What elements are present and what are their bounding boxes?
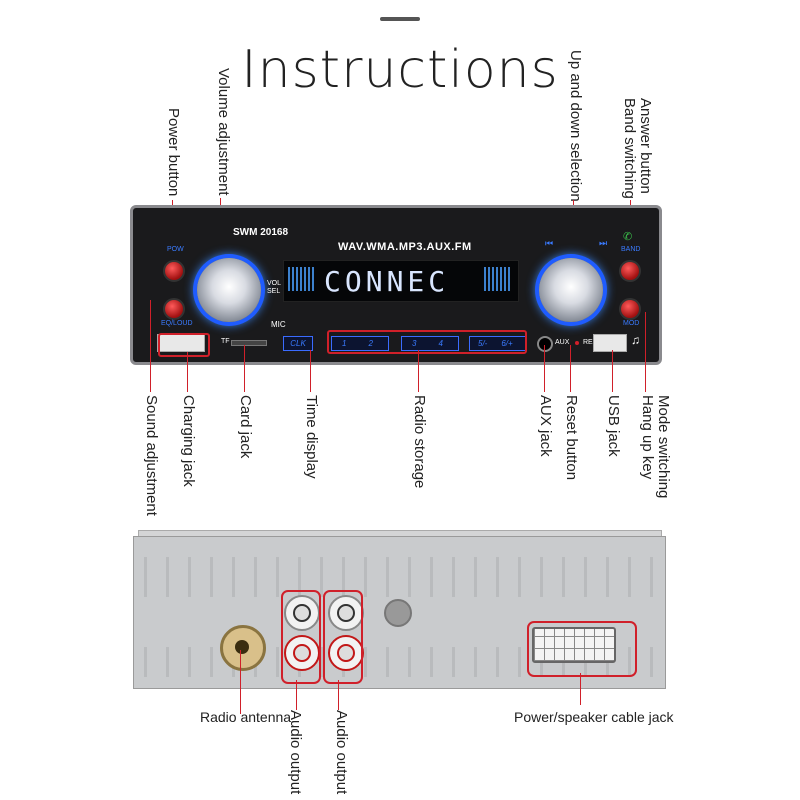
reset-button[interactable]	[575, 341, 579, 345]
tf-card-slot[interactable]	[231, 340, 267, 346]
lcd-text: CONNEC	[324, 265, 450, 298]
leader-card	[244, 345, 245, 392]
radio-front-panel: SWM 20168 WAV.WMA.MP3.AUX.FM POW EQ/LOUD…	[130, 205, 662, 365]
tf-label: TF	[221, 338, 230, 345]
band-label: BAND	[621, 246, 641, 253]
phone-answer-icon: ✆	[623, 231, 633, 243]
label-reset-button: Reset button	[563, 395, 580, 481]
preset-5: 5/-	[478, 339, 488, 348]
eq-loud-button[interactable]	[163, 298, 185, 320]
label-aux-jack: AUX jack	[537, 395, 554, 457]
eq-loud-label: EQ/LOUD	[161, 320, 193, 327]
label-volume-adjustment: Volume adjustment	[215, 68, 232, 196]
presets-highlight	[327, 330, 527, 354]
leader-usb	[612, 350, 613, 392]
clk-button[interactable]: CLK	[283, 336, 313, 351]
lcd-display: CONNEC	[283, 260, 519, 302]
label-hang-up-key: Hang up key	[639, 395, 656, 480]
antenna-socket[interactable]	[220, 625, 266, 671]
formats-label: WAV.WMA.MP3.AUX.FM	[338, 241, 472, 253]
leader-time	[310, 350, 311, 392]
power-jack-highlight	[527, 621, 637, 677]
rear-ribs-top	[144, 557, 654, 597]
page-title: Instructions	[241, 40, 559, 100]
rear-screw	[384, 599, 412, 627]
rear-panel	[133, 536, 666, 689]
rca-red-1[interactable]	[284, 635, 320, 671]
audio-out-2-highlight	[323, 590, 363, 684]
label-radio-antenna: Radio antenna	[200, 709, 292, 725]
res-label: RES	[583, 339, 598, 346]
label-radio-storage: Radio storage	[411, 395, 428, 489]
sel-label: SEL	[267, 288, 281, 295]
mic-label: MIC	[271, 320, 286, 329]
label-time-display: Time display	[303, 395, 320, 479]
leader-storage	[418, 350, 419, 392]
label-audio-output-1: Audio output	[287, 710, 304, 795]
leader-power-jack	[580, 673, 581, 705]
preset-4: 4	[438, 339, 443, 348]
model-label: SWM 20168	[233, 227, 289, 238]
preset-2: 2	[368, 339, 373, 348]
mod-button[interactable]	[619, 298, 641, 320]
label-sound-adjustment: Sound adjustment	[143, 395, 160, 516]
leader-reset	[570, 345, 571, 392]
label-answer-button: Answer button	[637, 98, 654, 194]
band-button[interactable]	[619, 260, 641, 282]
vol-label: VOL	[267, 280, 282, 287]
label-power-button: Power button	[165, 108, 182, 197]
eq-bars-left	[288, 267, 316, 291]
charging-highlight	[158, 333, 210, 357]
label-usb-jack: USB jack	[605, 395, 622, 457]
selection-knob[interactable]	[539, 258, 603, 322]
leader-audio-2	[338, 680, 339, 710]
leader-aux	[544, 345, 545, 392]
mod-label: MOD	[623, 320, 640, 327]
preset-6: 6/+	[501, 339, 513, 348]
rca-white-2[interactable]	[328, 595, 364, 631]
label-band-switching: Band switching	[621, 98, 638, 199]
next-track-icon[interactable]: ⏭	[599, 238, 608, 248]
eq-bars-right	[484, 267, 512, 291]
label-audio-output-2: Audio output	[333, 710, 350, 795]
music-note-icon: ♫	[631, 333, 640, 347]
preset-1: 1	[342, 339, 347, 348]
rca-red-2[interactable]	[328, 635, 364, 671]
leader-audio-1	[296, 680, 297, 710]
power-button[interactable]	[163, 260, 185, 282]
label-mode-switching: Mode switching	[655, 395, 672, 499]
label-card-jack: Card jack	[237, 395, 254, 459]
prev-track-icon[interactable]: ⏮	[545, 238, 554, 248]
audio-out-1-highlight	[281, 590, 321, 684]
volume-knob[interactable]	[197, 258, 261, 322]
iso-connector[interactable]	[532, 627, 616, 663]
leader-sound	[150, 300, 151, 392]
label-power-speaker-cable-jack: Power/speaker cable jack	[514, 709, 674, 725]
usb-port[interactable]	[593, 334, 627, 352]
top-divider	[380, 17, 420, 21]
leader-antenna	[240, 650, 241, 714]
leader-mode	[645, 312, 646, 392]
aux-label: AUX	[555, 339, 570, 346]
label-up-down-selection: Up and down selection	[567, 50, 584, 202]
aux-jack[interactable]	[537, 336, 553, 352]
leader-charging	[187, 352, 188, 392]
preset-3: 3	[412, 339, 417, 348]
pow-label: POW	[167, 246, 184, 253]
label-charging-jack: Charging jack	[180, 395, 197, 487]
